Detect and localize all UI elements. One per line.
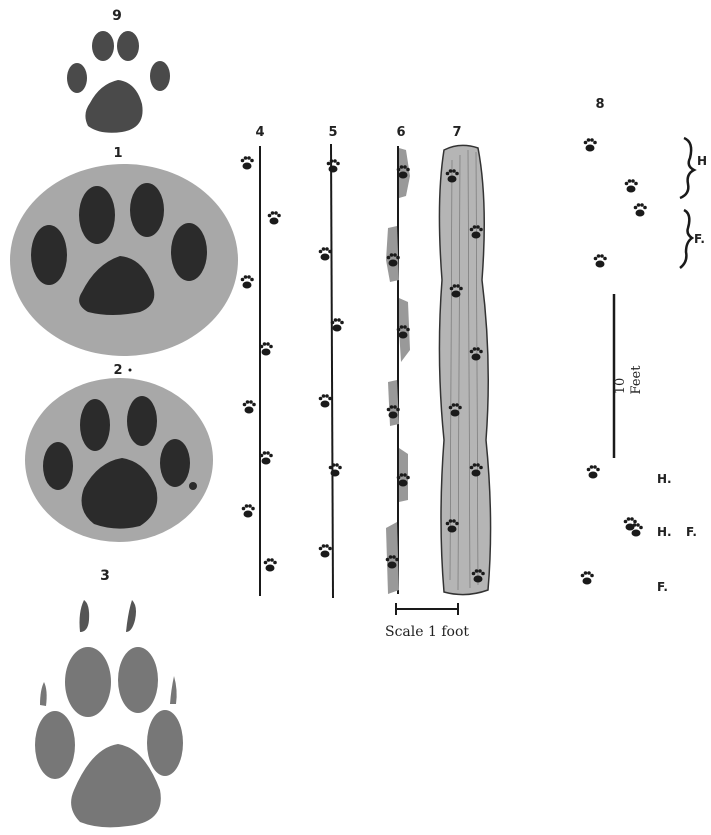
track5-print (319, 247, 332, 260)
fig3-claw (80, 600, 90, 632)
hind-bracket-label: H (697, 154, 707, 168)
fig9-heel-pad (85, 80, 142, 133)
fig3-heel-pad (71, 744, 161, 827)
fig2-number: 2 (113, 363, 122, 378)
track5-line (331, 144, 333, 598)
fig1-toe (79, 186, 115, 244)
fig9-toe (117, 31, 139, 61)
track5-print (327, 159, 340, 172)
track4-print (243, 400, 256, 413)
fig1-paw: 1 (10, 146, 238, 356)
fig8-print (634, 203, 647, 216)
distance-unit: Feet (629, 365, 644, 395)
fig8-print (625, 179, 638, 192)
track4-print (268, 211, 281, 224)
fig9-paw: 9 (67, 8, 170, 133)
track5-print (329, 463, 342, 476)
track4-print (260, 451, 273, 464)
distance-number: 10 (613, 378, 628, 395)
fig9-toe (150, 61, 170, 91)
fore-label: F. (657, 580, 668, 594)
fig1-number: 1 (113, 146, 122, 161)
fig3-number: 3 (100, 568, 110, 584)
fig8-number: 8 (595, 97, 604, 112)
track7-number: 7 (452, 125, 461, 140)
fig3-claw (40, 682, 47, 706)
fig3-paw: 3 (35, 568, 183, 827)
track5-print (319, 394, 332, 407)
fig9-toe (92, 31, 114, 61)
track4-print (241, 275, 254, 288)
fig8-print (584, 138, 597, 151)
fig2-dot (189, 482, 197, 490)
hind-fore-f-label: F. (686, 525, 697, 539)
track4-print (242, 504, 255, 517)
fore-bracket-label: F. (694, 232, 705, 246)
hind-label: H. (657, 472, 672, 486)
fig3-toe (118, 647, 158, 713)
fig3-claw (170, 676, 177, 704)
fig8-print (581, 571, 594, 584)
track4-print (241, 156, 254, 169)
scale-label: Scale 1 foot (385, 624, 469, 640)
fig2-toe (127, 396, 157, 446)
fore-bracket (680, 210, 692, 268)
fig1-toe (130, 183, 164, 237)
fig2-toe (80, 399, 110, 451)
track4: 4 (241, 125, 281, 596)
track6: 6 (386, 125, 410, 594)
fig8-gait: 8 H F. 10 Feet H. H. F. F. (581, 97, 707, 594)
scale-bar: Scale 1 foot (385, 603, 469, 640)
fig2-toe (43, 442, 73, 490)
fig3-toe (35, 711, 75, 779)
track7: 7 (439, 125, 490, 595)
fig9-toe (67, 63, 87, 93)
fig9-number: 9 (112, 8, 122, 24)
fig3-toe (147, 710, 183, 776)
fig3-claw (126, 600, 136, 632)
track5: 5 (319, 125, 344, 598)
fig8-print (587, 465, 600, 478)
track4-print (260, 342, 273, 355)
fig2-paw: 2 (25, 363, 213, 542)
track5-print (319, 544, 332, 557)
fig1-toe (31, 225, 67, 285)
fig2-dot (129, 369, 132, 372)
fig2-toe (160, 439, 190, 487)
track5-number: 5 (328, 125, 337, 140)
track4-print (264, 558, 277, 571)
track4-number: 4 (255, 125, 264, 140)
track6-number: 6 (396, 125, 405, 140)
hind-bracket (680, 138, 694, 198)
hind-fore-h-label: H. (657, 525, 672, 539)
fig3-toe (65, 647, 111, 717)
track7-band (439, 145, 490, 594)
fig8-print (594, 254, 607, 267)
fig1-toe (171, 223, 207, 281)
